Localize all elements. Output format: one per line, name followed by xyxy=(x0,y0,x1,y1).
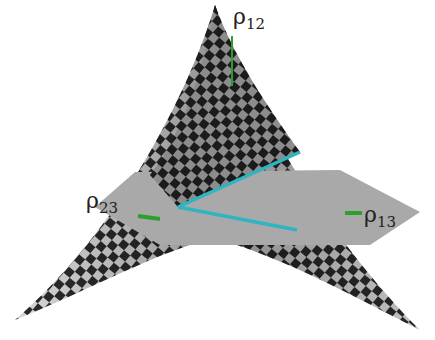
correlation-label: ρ23 xyxy=(86,190,118,216)
correlation-label: ρ13 xyxy=(364,204,396,230)
correlation-label: ρ12 xyxy=(233,6,265,32)
